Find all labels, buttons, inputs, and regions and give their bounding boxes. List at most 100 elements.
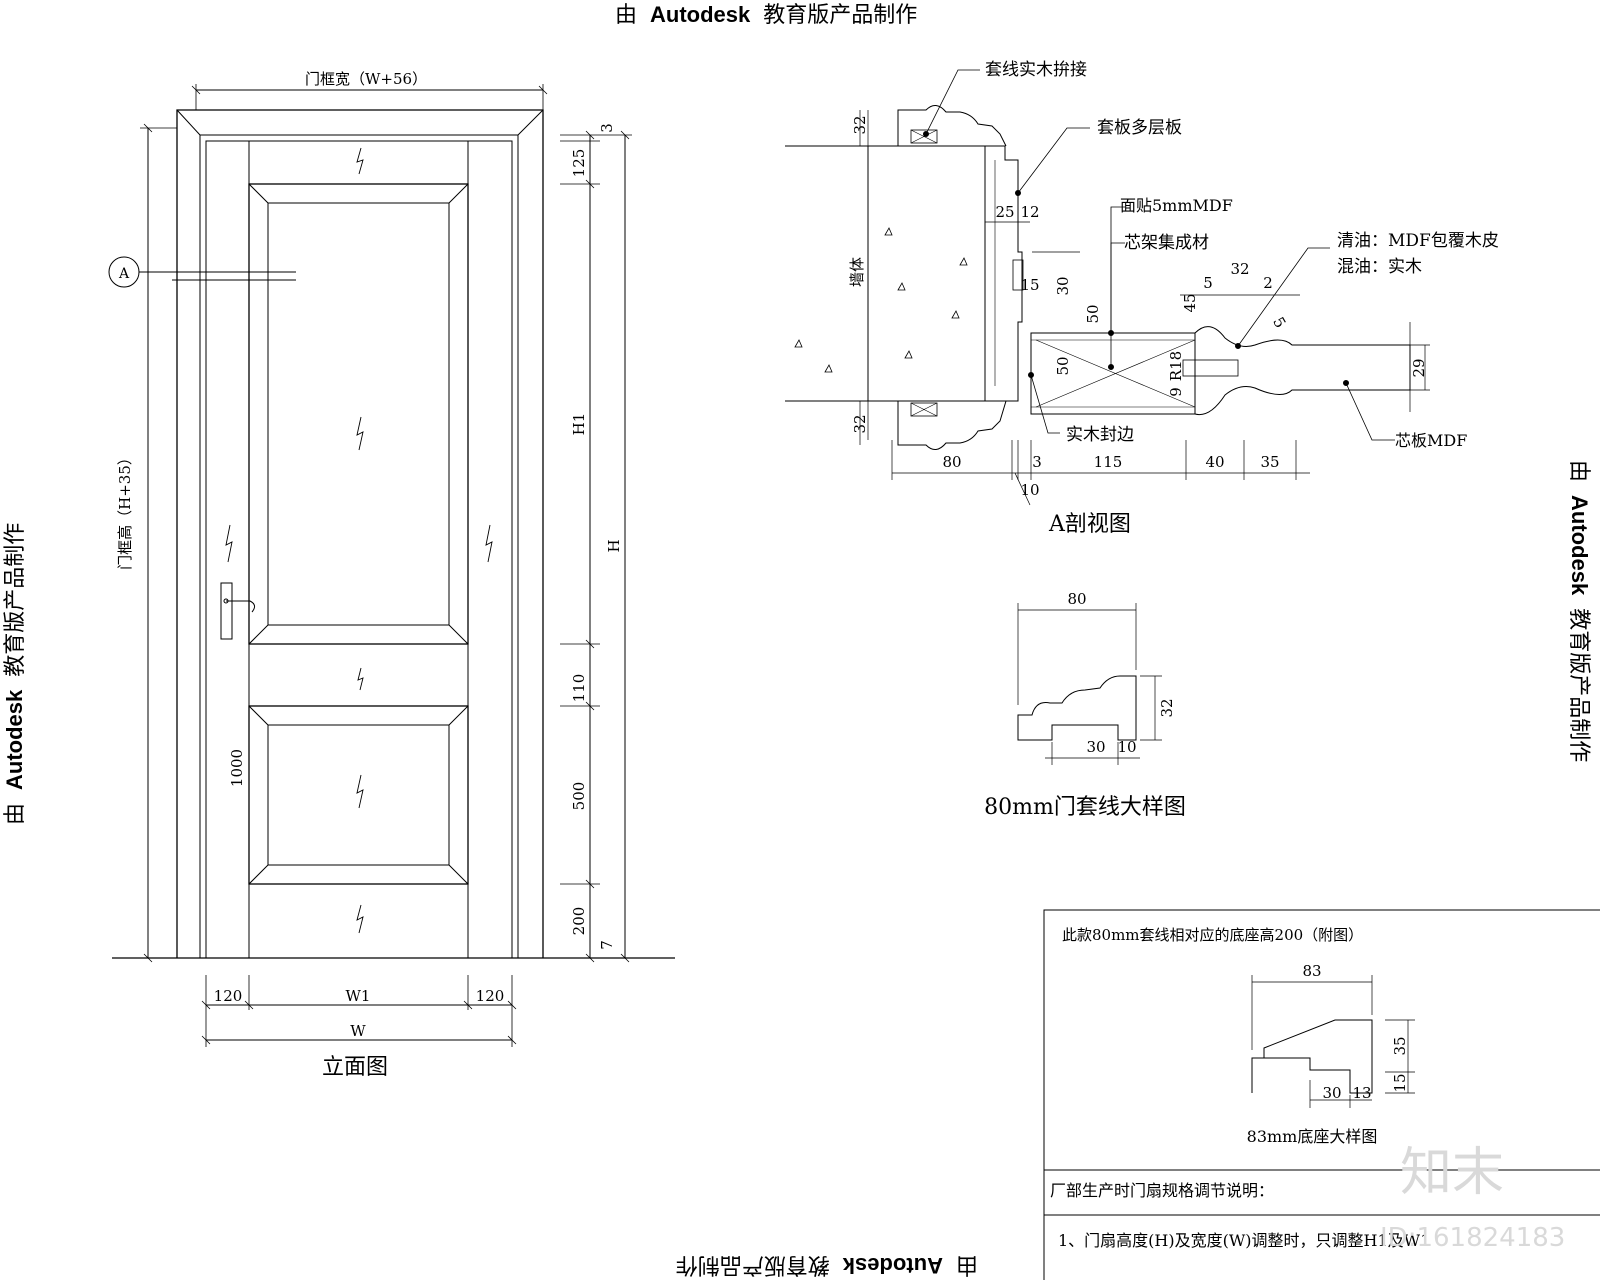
- base-dim-4: 13: [1352, 1084, 1371, 1102]
- casing-top: [897, 105, 1007, 147]
- watermark-bottom: 由 Autodesk 教育版产品制作: [676, 1252, 978, 1278]
- note-box-border: [1043, 909, 1600, 1280]
- callout-core-frame: 芯架集成材: [1124, 233, 1209, 253]
- casing-detail-title: 80mm门套线大样图: [984, 795, 1186, 820]
- frame-height-label: 门框高（H+35）: [116, 450, 134, 570]
- callout-edge-band: 实木封边: [1066, 425, 1134, 445]
- sec-dim-11: 5: [1269, 314, 1289, 331]
- watermark-top: 由 Autodesk 教育版产品制作: [615, 2, 917, 28]
- section-a-drawing: [785, 69, 1430, 506]
- dim-right-1: 125: [570, 149, 588, 178]
- sec-dim-0: 32: [851, 115, 869, 134]
- dim-right-6: 7: [598, 940, 616, 950]
- watermark-left: 由 Autodesk 教育版产品制作: [2, 523, 28, 825]
- site-id: ID:161824183: [1380, 1223, 1565, 1253]
- sec-dim-2: 25: [995, 203, 1014, 221]
- dim-right-4: 500: [570, 782, 588, 811]
- base-dim-0: 83: [1302, 962, 1321, 980]
- dim-total-height: H: [605, 539, 623, 552]
- base-profile: [1251, 1019, 1373, 1094]
- lower-panel-inner: [267, 724, 450, 866]
- callout-clear-finish: 清油：MDF包覆木皮: [1337, 231, 1499, 251]
- section-a-title: A剖视图: [1048, 512, 1131, 537]
- dim-right-0: 3: [598, 123, 616, 133]
- panel-moulding: [1194, 326, 1411, 416]
- sec-bottom-2: 115: [1094, 453, 1123, 471]
- site-logo: 知末: [1400, 1143, 1504, 1203]
- door-casing-outer: [176, 109, 544, 958]
- casing-dim-3: 10: [1117, 738, 1136, 756]
- watermark-right: 由 Autodesk 教育版产品制作: [1566, 460, 1592, 762]
- sec-dim-12: R18: [1167, 351, 1185, 381]
- door-casing-inner: [199, 134, 519, 958]
- adjust-heading: 厂部生产时门扇规格调节说明：: [1050, 1181, 1274, 1200]
- sec-dim-4: 15: [1020, 276, 1039, 294]
- door-handle-lever: [226, 600, 256, 613]
- sec-dim-6: 50: [1084, 304, 1102, 323]
- dim-bottom-2: 120: [476, 987, 505, 1005]
- sec-bottom-1: 3: [1032, 453, 1042, 471]
- frame-width-label: 门框宽（W+56）: [305, 70, 427, 88]
- casing-dim-1: 32: [1158, 698, 1176, 717]
- sec-bottom-4: 35: [1260, 453, 1279, 471]
- casing-detail-drawing: [1017, 603, 1162, 765]
- sec-dim-14: 29: [1410, 358, 1428, 377]
- lower-panel: [248, 705, 469, 885]
- dim-right-2: H1: [570, 413, 588, 436]
- section-marker-label: A: [118, 266, 130, 282]
- svg-text:由 Autodesk 教育版产品制作: 由 Autodesk 教育版产品制作: [676, 1252, 978, 1278]
- adjust-line: 1、门扇高度(H)及宽度(W)调整时，只调整H1及W1: [1058, 1231, 1430, 1250]
- upper-panel: [248, 183, 469, 645]
- sec-dim-13: 9: [1167, 387, 1185, 397]
- site-watermark: 知末 ID:161824183: [1380, 1143, 1565, 1253]
- sec-dim-7: 5: [1203, 274, 1213, 292]
- base-note-labels: 此款80mm套线相对应的底座高200（附图） 83 35 15 30 13 83…: [1050, 926, 1430, 1250]
- sec-bottom-0: 80: [942, 453, 961, 471]
- callout-core-panel: 芯板MDF: [1395, 431, 1467, 450]
- svg-text:由 Autodesk 教育版产品制作: 由 Autodesk 教育版产品制作: [615, 2, 917, 28]
- dim-right-5: 200: [570, 907, 588, 936]
- casing-profile: [1017, 675, 1137, 741]
- sec-bottom-3: 40: [1205, 453, 1224, 471]
- casing-dim-0: 80: [1067, 590, 1086, 608]
- door-leaf: [205, 140, 513, 959]
- base-dim-3: 30: [1322, 1084, 1341, 1102]
- sec-dim-10: 45: [1181, 293, 1199, 312]
- svg-text:由 Autodesk 教育版产品制作: 由 Autodesk 教育版产品制作: [1566, 460, 1592, 762]
- sec-bottom-5: 10: [1020, 481, 1039, 499]
- callout-wall: 墙体: [848, 257, 866, 287]
- elevation-title: 立面图: [322, 1055, 388, 1080]
- upper-panel-inner: [267, 202, 450, 626]
- door-elevation: [108, 84, 675, 1047]
- elevation-labels: 门框宽（W+56） A 门框高（H+35） 1000 3 125 H1 110 …: [116, 70, 623, 1080]
- sec-dim-8: 32: [1230, 260, 1249, 278]
- dim-total-width: W: [350, 1022, 366, 1040]
- base-note-heading: 此款80mm套线相对应的底座高200（附图）: [1062, 926, 1363, 944]
- sec-dim-16: 50: [1054, 356, 1072, 375]
- casing-dim-2: 30: [1086, 738, 1105, 756]
- section-a-labels: 套线实木拚接 套板多层板 面贴5mmMDF 芯架集成材 清油：MDF包覆木皮 混…: [848, 60, 1499, 537]
- dim-bottom-1: W1: [346, 987, 371, 1005]
- sec-dim-1: 32: [851, 414, 869, 433]
- casing-bottom: [897, 400, 1007, 450]
- dim-panel-left: 1000: [228, 749, 246, 787]
- jamb-board: [942, 145, 1023, 402]
- base-dim-1: 35: [1391, 1036, 1409, 1055]
- base-dim-2: 15: [1391, 1073, 1409, 1092]
- sec-dim-5: 30: [1054, 276, 1072, 295]
- dim-right-3: 110: [570, 674, 588, 703]
- base-detail-title: 83mm底座大样图: [1247, 1127, 1378, 1146]
- base-note-box: [1043, 909, 1600, 1280]
- wall-hatch: [794, 227, 968, 373]
- sec-dim-3: 12: [1020, 203, 1039, 221]
- casing-detail-labels: 80 32 30 10 80mm门套线大样图: [984, 590, 1186, 820]
- callout-casing-joint: 套线实木拚接: [985, 60, 1087, 80]
- callout-paint-finish: 混油：实木: [1337, 257, 1422, 277]
- dim-bottom-0: 120: [214, 987, 243, 1005]
- door-handle-plate: [220, 582, 233, 640]
- svg-text:由 Autodesk 教育版产品制作: 由 Autodesk 教育版产品制作: [2, 523, 28, 825]
- sec-dim-9: 2: [1263, 274, 1273, 292]
- callout-mdf-face: 面贴5mmMDF: [1120, 196, 1233, 215]
- callout-jamb-board: 套板多层板: [1097, 118, 1182, 138]
